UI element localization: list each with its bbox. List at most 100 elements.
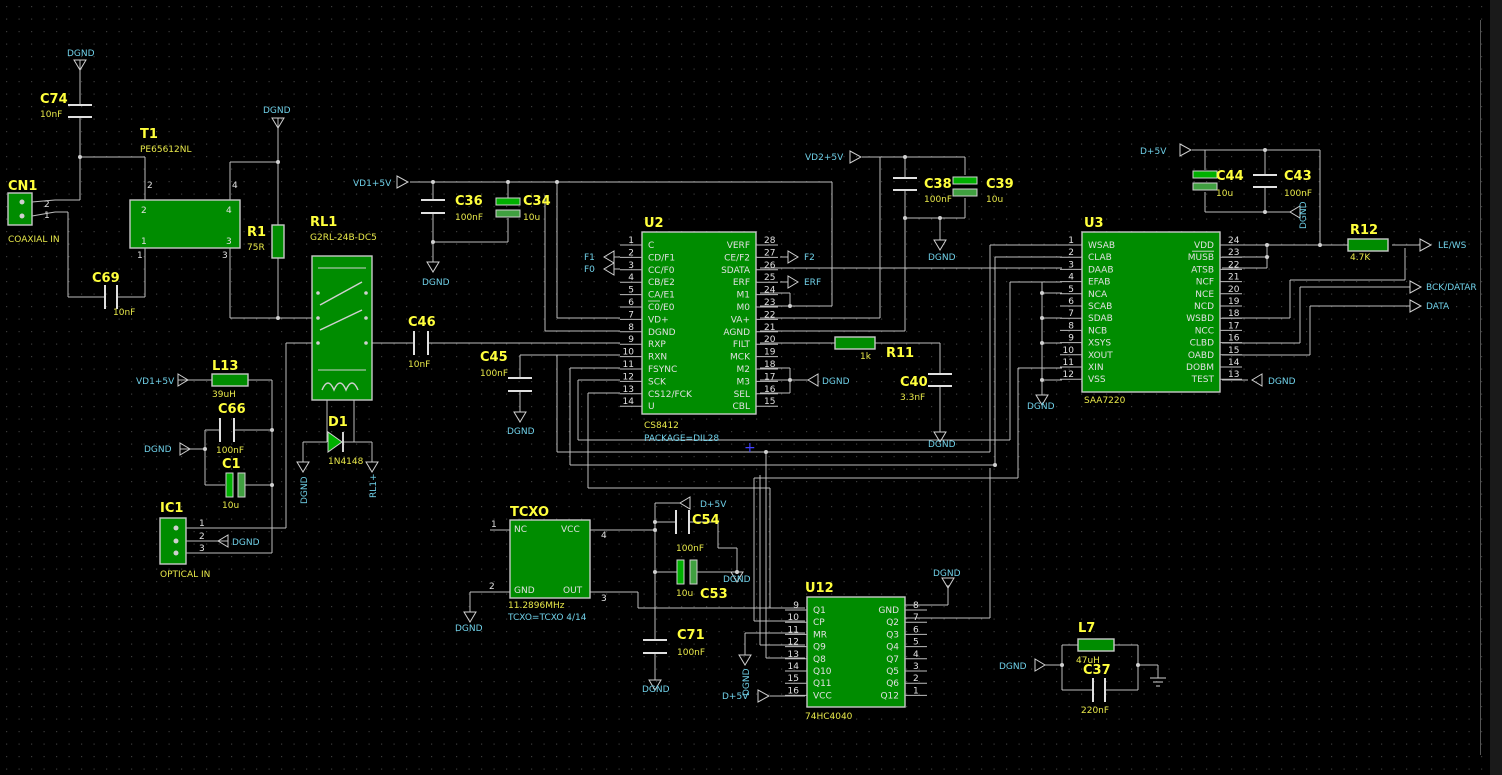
cn1-ref: CN1 [8,179,37,194]
vd2-label: VD2+5V [805,153,844,163]
connector-cn1[interactable]: 2 1 CN1 COAXIAL IN [7,179,60,245]
bck-port: BCK/DATAR [1405,280,1477,294]
capacitor-c54[interactable]: C54 100nF [675,510,720,554]
resistor-r12[interactable]: R12 4.7K [1347,223,1389,263]
u2-erf-port: ERF [780,275,821,289]
u12-pin-number: 10 [788,613,800,623]
capacitor-c43[interactable]: C43 100nF [1253,169,1312,199]
u12-body[interactable] [806,596,906,708]
r1-body[interactable] [271,224,285,259]
r11-body[interactable] [834,336,876,350]
u12-value: 74HC4040 [805,712,853,722]
capacitor-c34[interactable]: C34 10u [495,194,551,223]
resistor-r11[interactable]: R11 1k [834,336,914,362]
u2-body[interactable] [641,231,757,415]
u12-pin-name: Q10 [813,667,832,677]
u2-pin-number: 16 [764,385,776,395]
vertical-scrollbar[interactable] [1490,0,1502,775]
u3-body[interactable] [1081,231,1221,393]
c44-ref: C44 [1216,169,1244,184]
tcxo-body[interactable] [509,519,591,599]
u3-pin-name: TEST [1191,375,1215,385]
l13-ref: L13 [212,359,238,374]
u12-pin-number: 5 [913,638,919,648]
c54-ref: C54 [692,513,720,528]
capacitor-c53[interactable]: C53 10u [676,559,728,602]
cn1-body[interactable] [7,192,33,226]
l7-body[interactable] [1077,638,1115,652]
r12-body[interactable] [1347,238,1389,252]
inductor-l7[interactable]: L7 47uH [1076,621,1115,666]
tcxo-nc: NC [514,525,527,535]
u3-pin-number: 22 [1228,260,1239,270]
relay-rl1[interactable]: RL1 G2RL-24B-DC5 [310,215,377,401]
oscillator-tcxo[interactable]: NC VCC GND OUT 1 2 3 4 TCXO 11.2896MHz T… [489,505,607,623]
u12-pin-name: Q1 [813,606,826,616]
c46-ref: C46 [408,315,436,330]
u2-pin-number: 11 [623,360,634,370]
u2-pin-number: 27 [764,248,775,258]
capacitor-c44[interactable]: C44 10u [1192,169,1244,199]
rl1-body[interactable] [311,255,373,401]
capacitor-c37[interactable]: C37 220nF [1081,663,1111,716]
dgnd-label: DGND [822,377,850,387]
c43-value: 100nF [1284,189,1312,199]
u2-pin-number: 26 [764,261,776,271]
u2-pin-name: SCK [648,377,667,387]
u3-pin-number: 23 [1228,248,1239,258]
u3-pin-name: EFAB [1088,278,1110,288]
capacitor-c45[interactable]: C45 100nF [480,350,532,392]
diode-d1[interactable]: D1 1N4148 [327,415,364,467]
ic1-body[interactable] [159,517,187,565]
resistor-r1[interactable]: R1 75R [247,224,285,259]
cursor-crosshair: + [744,440,756,456]
u2-pin-number: 8 [628,323,634,333]
u2-pin-name: FSYNC [648,365,677,375]
t1-pin1: 1 [137,251,143,261]
capacitor-c1[interactable]: C1 10u [222,457,246,511]
ic1-ref: IC1 [160,501,183,516]
u3-pin-number: 3 [1068,260,1074,270]
dgnd-symbol-u12-mr: DGND [738,654,752,696]
c40-value: 3.3nF [900,393,925,403]
u3-pin-number: 16 [1228,334,1240,344]
c1-value: 10u [222,501,239,511]
l13-body[interactable] [211,373,249,387]
c39-value: 10u [986,195,1003,205]
capacitor-c38[interactable]: C38 100nF [893,177,952,205]
transformer-t1[interactable]: 2 4 1 3 2 4 1 3 T1 PE65612NL [129,127,241,261]
inductor-l13[interactable]: L13 39uH [211,359,249,400]
dgnd-label: DGND [928,253,956,263]
u3-pin-number: 15 [1228,346,1239,356]
u3-pin-name: CLBD [1190,339,1214,349]
u12-pin-name: Q5 [886,667,899,677]
t1-body[interactable] [129,199,241,249]
u3-pin-name: NCA [1088,290,1108,300]
c71-ref: C71 [677,628,705,643]
u3-ref: U3 [1084,216,1104,231]
u2-pin-number: 5 [628,286,634,296]
u3-pin-name: XIN [1088,363,1104,373]
u12-pin-name: Q7 [886,655,899,665]
capacitor-c74[interactable]: C74 10nF [40,92,92,120]
u12-pin-name: Q4 [886,643,899,653]
capacitor-c46[interactable]: C46 10nF [408,315,436,370]
r1-value: 75R [247,243,265,253]
u3-pin-number: 19 [1228,297,1240,307]
capacitor-c69[interactable]: C69 10nF [92,271,135,318]
c46-value: 10nF [408,360,430,370]
tcxo-vcc: VCC [561,525,580,535]
capacitor-c36[interactable]: C36 100nF [421,194,483,223]
connector-ic1[interactable]: 1 2 3 IC1 OPTICAL IN [159,501,212,580]
dgnd-label: DGND [999,662,1027,672]
u2-pin-name: CE/F2 [724,253,750,263]
capacitor-c40[interactable]: C40 3.3nF [900,373,952,403]
c74-value: 10nF [40,110,62,120]
capacitor-c71[interactable]: C71 100nF [643,628,705,658]
capacitor-c39[interactable]: C39 10u [952,176,1014,205]
capacitor-c66[interactable]: C66 100nF [216,402,246,456]
